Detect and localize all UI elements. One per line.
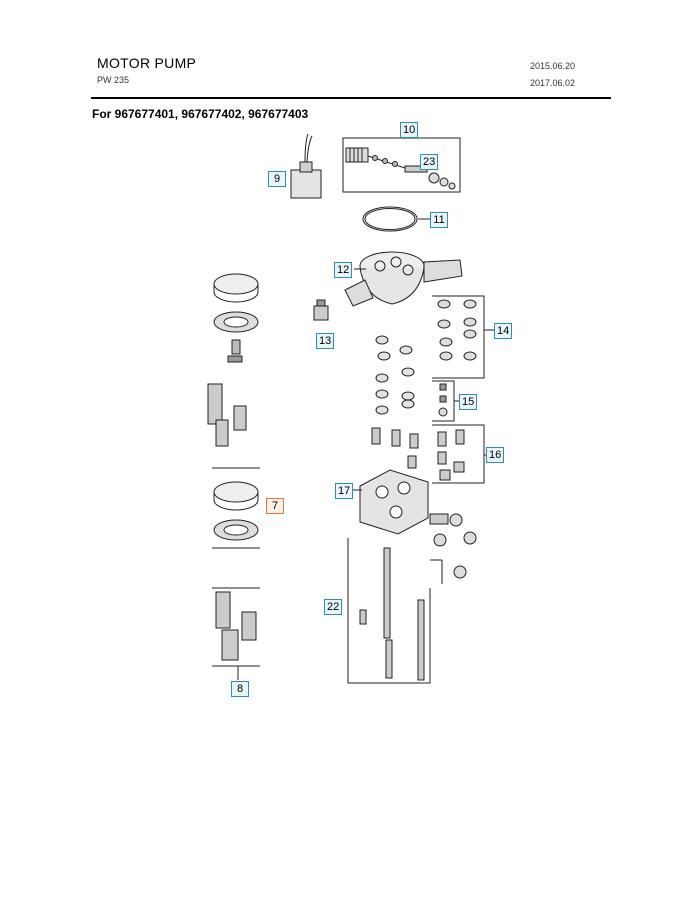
manifold-drawing (359, 469, 477, 547)
callout-12[interactable]: 12 (334, 262, 353, 278)
callout-14[interactable]: 14 (494, 323, 513, 339)
group-14-bracket (432, 295, 485, 379)
callout-22[interactable]: 22 (324, 599, 343, 615)
page-title: MOTOR PUMP (97, 55, 197, 71)
fitting-13-drawing (313, 299, 329, 321)
callout-16[interactable]: 16 (486, 447, 505, 463)
group-16-bracket (432, 424, 485, 484)
o-ring-drawing (362, 206, 418, 232)
piston-kit-8-drawing (212, 587, 260, 680)
callout-7[interactable]: 7 (266, 498, 284, 514)
callout-8[interactable]: 8 (231, 681, 249, 697)
unloader-assembly-drawing (345, 147, 456, 190)
date-revised: 2017.06.02 (530, 78, 576, 88)
applicability-line: For 967677401, 967677402, 967677403 (92, 107, 309, 121)
piston-kit-7-drawing (207, 273, 260, 549)
callout-13[interactable]: 13 (316, 333, 335, 349)
callout-9[interactable]: 9 (268, 171, 286, 187)
callout-15[interactable]: 15 (459, 394, 478, 410)
callout-10[interactable]: 10 (400, 122, 419, 138)
pressure-switch-drawing (290, 133, 322, 199)
pump-housing-drawing (344, 251, 463, 307)
model-number: PW 235 (97, 75, 130, 85)
header-divider (91, 97, 611, 99)
callout-17[interactable]: 17 (335, 483, 354, 499)
group-10-box (342, 137, 461, 193)
date-created: 2015.06.20 (530, 61, 576, 71)
callout-23[interactable]: 23 (420, 154, 439, 170)
callout-11[interactable]: 11 (430, 212, 448, 228)
group-22-bracket (347, 538, 431, 684)
